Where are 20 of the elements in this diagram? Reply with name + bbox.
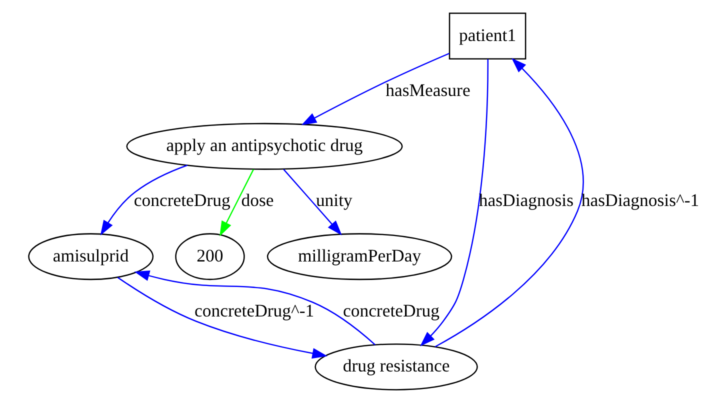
node-box: patient1 xyxy=(448,12,526,60)
node-ellipse: 200 xyxy=(174,233,244,280)
arrow xyxy=(219,169,254,236)
arrow xyxy=(100,164,188,236)
arrow xyxy=(134,270,376,346)
edge-label: hasMeasure xyxy=(385,80,470,100)
node-ellipse: drug resistance xyxy=(314,343,478,390)
node-ellipse: milligramPerDay xyxy=(266,233,452,280)
edge-label: concreteDrug xyxy=(342,300,439,320)
edge-label: dose xyxy=(240,190,274,210)
node-ellipse: apply an antipsychotic drug xyxy=(126,122,402,170)
arrow xyxy=(282,169,342,236)
edge-label: unity xyxy=(315,190,352,210)
arrow xyxy=(116,276,327,359)
edge-label: concreteDrug xyxy=(133,190,230,210)
edge-label: concreteDrug^-1 xyxy=(194,300,314,320)
edge-label: hasDiagnosis^-1 xyxy=(580,190,699,210)
arrow xyxy=(420,59,488,346)
arrow xyxy=(300,52,449,126)
arrow xyxy=(434,58,584,348)
